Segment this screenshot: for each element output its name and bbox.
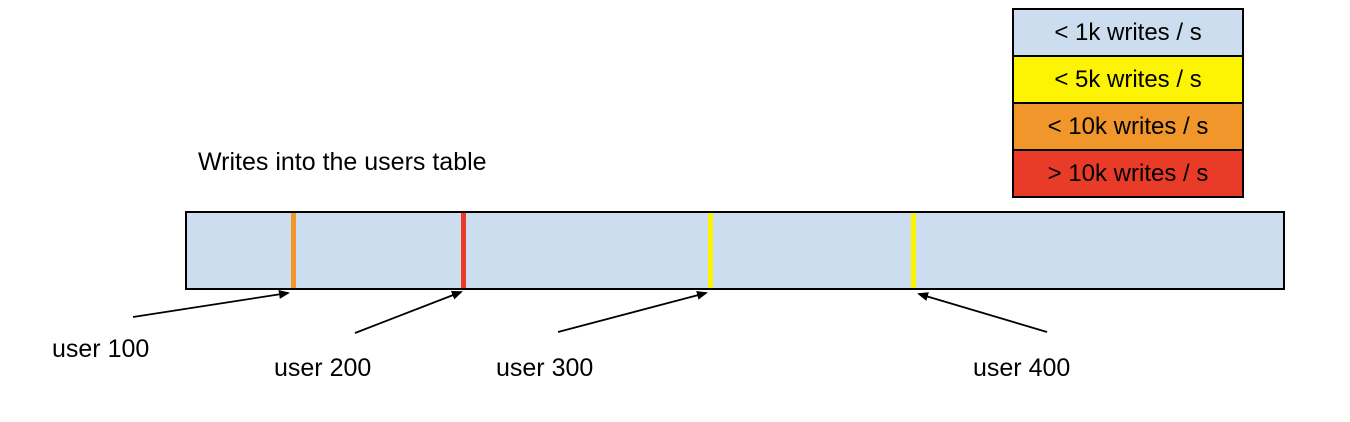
users-table-bar [185, 211, 1285, 290]
legend-item-label: > 10k writes / s [1047, 160, 1209, 187]
bar-marker-user-200 [460, 213, 466, 288]
bar-marker-user-400 [910, 213, 916, 288]
legend-item-1: < 1k writes / s [1014, 10, 1242, 55]
legend-item-3: < 10k writes / s [1014, 102, 1242, 149]
user-label-user-400: user 400 [973, 354, 1071, 382]
legend-item-2: < 5k writes / s [1014, 55, 1242, 102]
user-label-user-200: user 200 [274, 354, 372, 382]
legend-item-4: > 10k writes / s [1014, 149, 1242, 196]
label-arrow-2 [354, 291, 463, 334]
user-label-user-100: user 100 [52, 335, 150, 363]
label-arrow-1 [132, 289, 290, 318]
label-arrow-3 [557, 290, 708, 333]
legend-item-label: < 5k writes / s [1054, 66, 1202, 93]
user-label-user-300: user 300 [496, 354, 594, 382]
bar-marker-user-100 [290, 213, 296, 288]
legend: < 1k writes / s < 5k writes / s < 10k writ… [1012, 8, 1244, 198]
bar-marker-user-300 [707, 213, 713, 288]
legend-item-label: < 1k writes / s [1054, 19, 1202, 46]
label-arrow-4 [917, 292, 1048, 333]
diagram-title: Writes into the users table [198, 148, 487, 176]
legend-item-label: < 10k writes / s [1047, 113, 1209, 140]
